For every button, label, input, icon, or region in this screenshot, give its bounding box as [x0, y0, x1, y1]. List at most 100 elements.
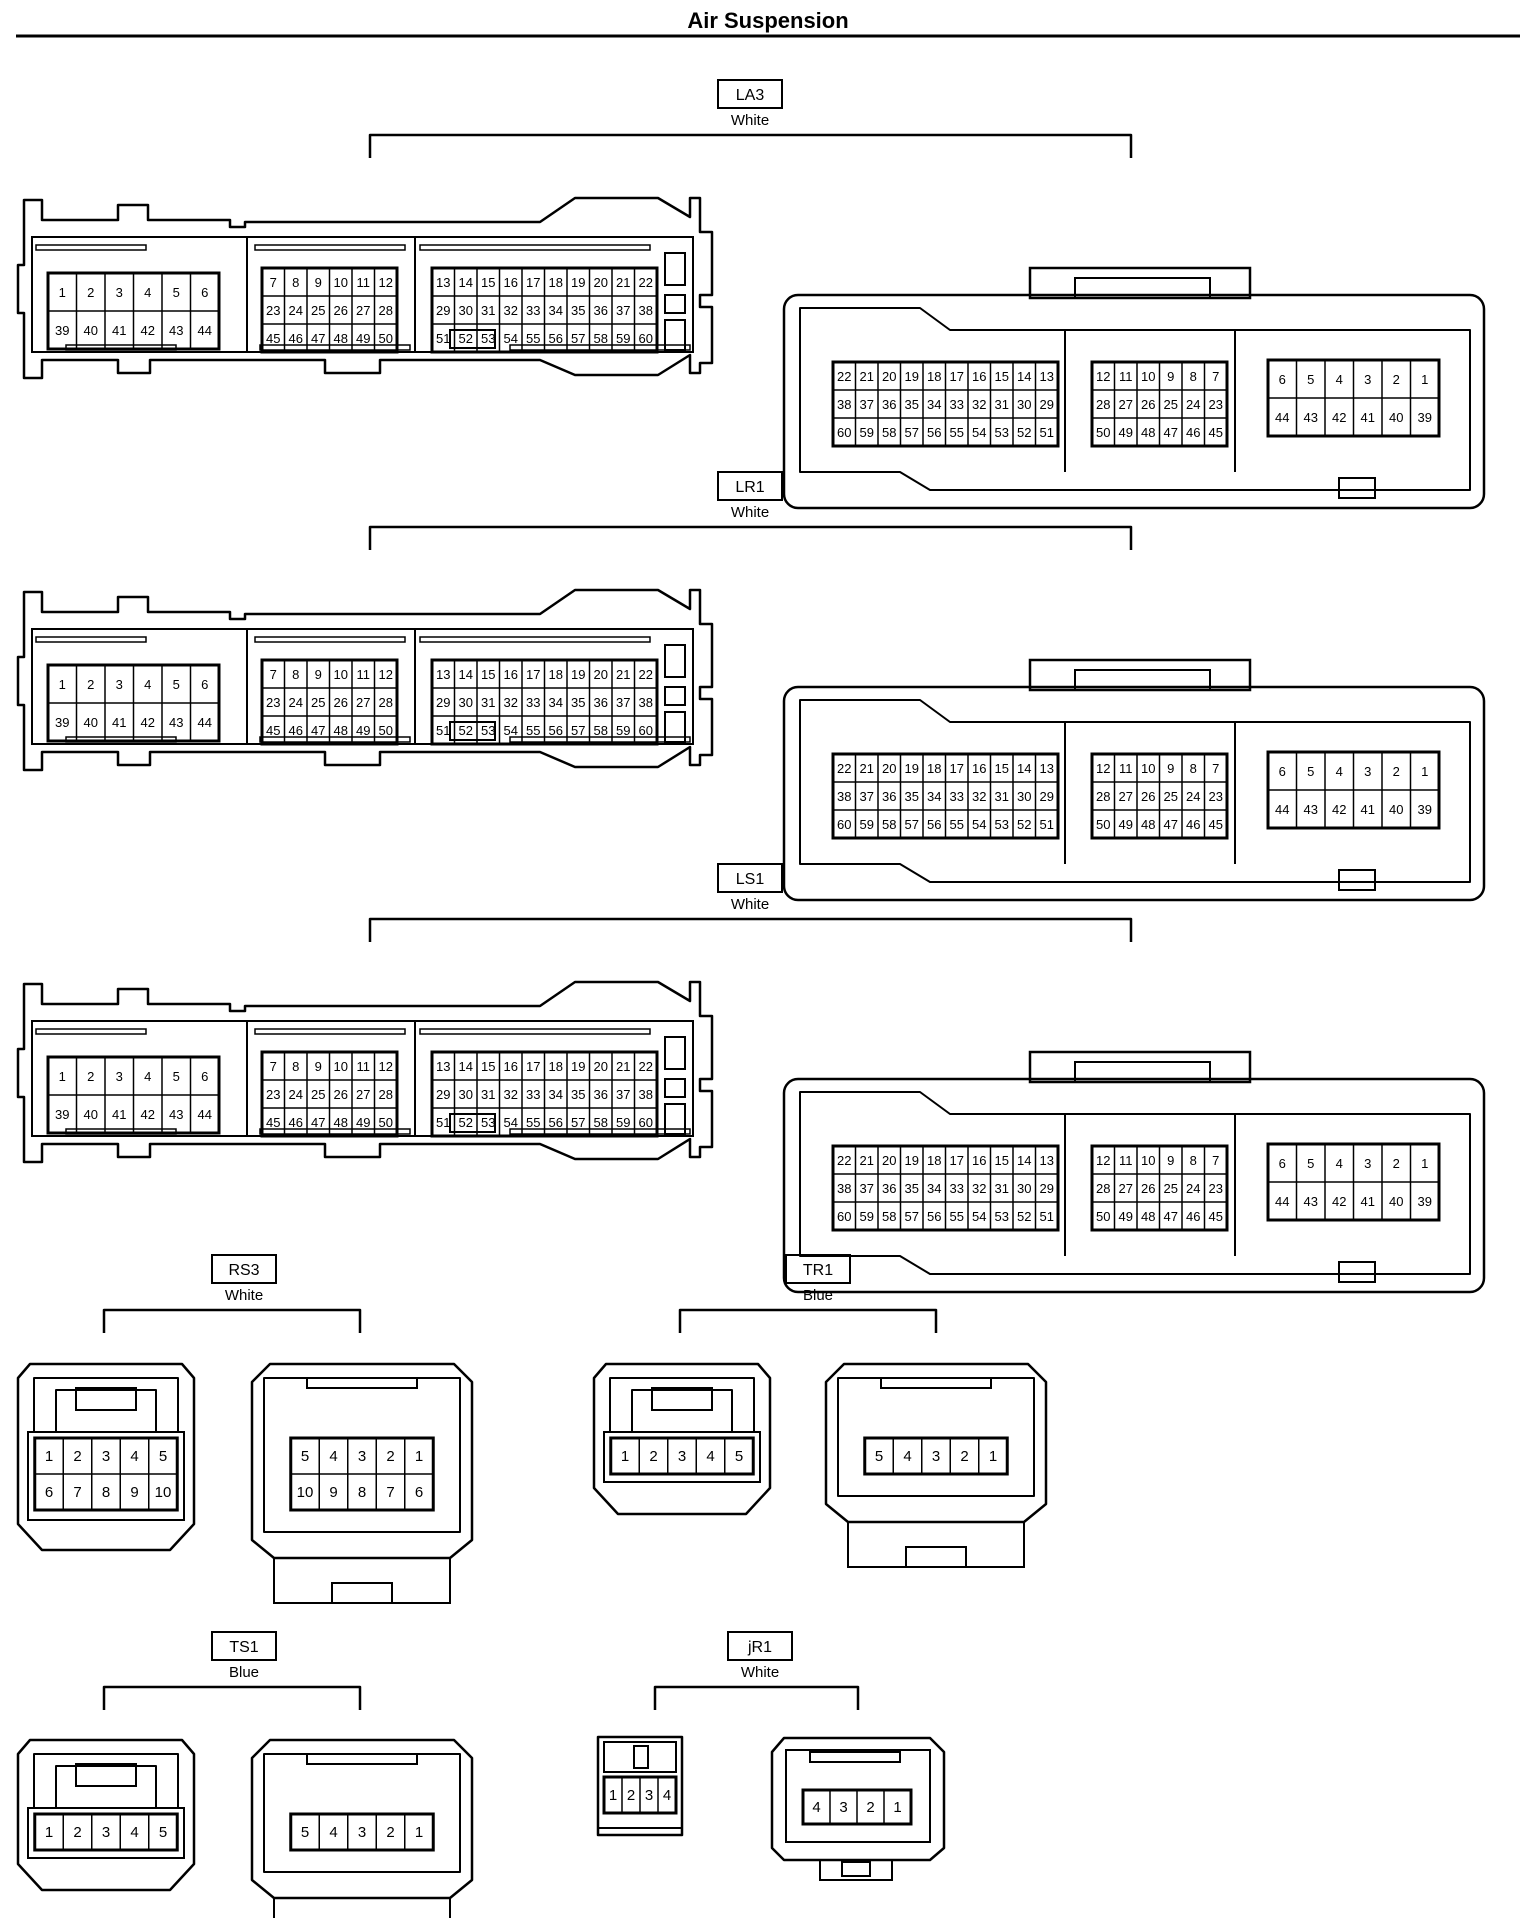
connector-code-box	[211, 1254, 277, 1284]
connector-bracket	[653, 1685, 860, 1710]
pin-number: 19	[571, 1059, 585, 1074]
pin-number: 1	[45, 1824, 53, 1841]
pin-number: 26	[1141, 789, 1155, 804]
pin-number: 24	[1186, 397, 1200, 412]
pin-number: 53	[995, 425, 1009, 440]
pin-number: 28	[1096, 397, 1110, 412]
pin-number: 40	[1389, 410, 1403, 425]
pin-number: 29	[1040, 397, 1054, 412]
pin-number: 36	[594, 1087, 608, 1102]
pin-number: 1	[1421, 764, 1428, 779]
pin-number: 30	[1017, 789, 1031, 804]
key-slot	[75, 1387, 137, 1411]
pin-number: 8	[102, 1484, 110, 1501]
pin-number: 24	[289, 1087, 303, 1102]
pin-number: 43	[1304, 410, 1318, 425]
pin-number: 20	[594, 275, 608, 290]
key-slot	[633, 1745, 649, 1769]
pin-number: 58	[594, 1115, 608, 1130]
male-housing-outline	[16, 980, 714, 1164]
pin-number: 34	[927, 1181, 941, 1196]
pin-number: 2	[866, 1799, 874, 1816]
pin-number: 20	[882, 761, 896, 776]
lock-tab	[664, 1103, 686, 1135]
pin-number: 12	[1096, 369, 1110, 384]
pin-number: 21	[860, 369, 874, 384]
pin-number: 44	[1275, 1194, 1289, 1209]
pin-number: 34	[927, 397, 941, 412]
pin-number: 1	[415, 1448, 423, 1465]
pin-number: 38	[837, 397, 851, 412]
pin-number: 54	[972, 425, 986, 440]
pin-number: 35	[571, 303, 585, 318]
pin-number: 41	[1361, 802, 1375, 817]
pin-number: 16	[504, 275, 518, 290]
pin-number: 37	[860, 1181, 874, 1196]
pin-number: 17	[950, 1153, 964, 1168]
connector-bracket	[368, 133, 1133, 158]
pin-number: 32	[504, 1087, 518, 1102]
pin-number: 15	[995, 1153, 1009, 1168]
pin-number: 4	[144, 285, 151, 300]
pin-number: 14	[1017, 369, 1031, 384]
female-inner-frame	[799, 699, 1471, 883]
pin-number: 39	[55, 323, 69, 338]
lock-tab	[664, 319, 686, 351]
lock-tab	[664, 686, 686, 706]
pin-number: 43	[1304, 802, 1318, 817]
pin-number: 58	[882, 425, 896, 440]
connector-code: jR1	[747, 1639, 772, 1656]
pin-number: 21	[616, 275, 630, 290]
pin-number: 52	[1017, 425, 1031, 440]
pin-number: 52	[459, 331, 473, 346]
pin-number: 28	[379, 1087, 393, 1102]
pin-number: 60	[837, 817, 851, 832]
pin-number: 19	[905, 1153, 919, 1168]
pin-number: 41	[112, 1107, 126, 1122]
pin-number: 19	[905, 761, 919, 776]
latch-slot	[306, 1753, 418, 1765]
pin-number: 2	[960, 1448, 968, 1465]
pin-number: 57	[905, 425, 919, 440]
female-lock-body	[819, 1859, 893, 1881]
pin-number: 8	[292, 1059, 299, 1074]
pin-number: 60	[837, 425, 851, 440]
pin-number: 5	[875, 1448, 883, 1465]
pin-number: 22	[639, 1059, 653, 1074]
pin-number: 60	[639, 723, 653, 738]
pin-number: 25	[1164, 789, 1178, 804]
pin-number: 5	[159, 1448, 167, 1465]
pin-number: 1	[415, 1824, 423, 1841]
pin-number: 59	[860, 425, 874, 440]
pin-number: 19	[905, 369, 919, 384]
pin-number: 38	[639, 1087, 653, 1102]
pin-number: 27	[1119, 789, 1133, 804]
pin-number: 42	[1332, 410, 1346, 425]
pin-number: 56	[927, 817, 941, 832]
pin-number: 46	[289, 331, 303, 346]
pin-number: 55	[526, 1115, 540, 1130]
pin-number: 18	[549, 667, 563, 682]
pin-number: 35	[905, 789, 919, 804]
male-inner-frame	[603, 1741, 677, 1773]
pin-number: 16	[972, 761, 986, 776]
pin-number: 44	[198, 323, 212, 338]
pin-number: 37	[616, 1087, 630, 1102]
latch-slot	[35, 244, 147, 251]
pin-number: 60	[837, 1209, 851, 1224]
connector-bracket	[368, 525, 1133, 550]
